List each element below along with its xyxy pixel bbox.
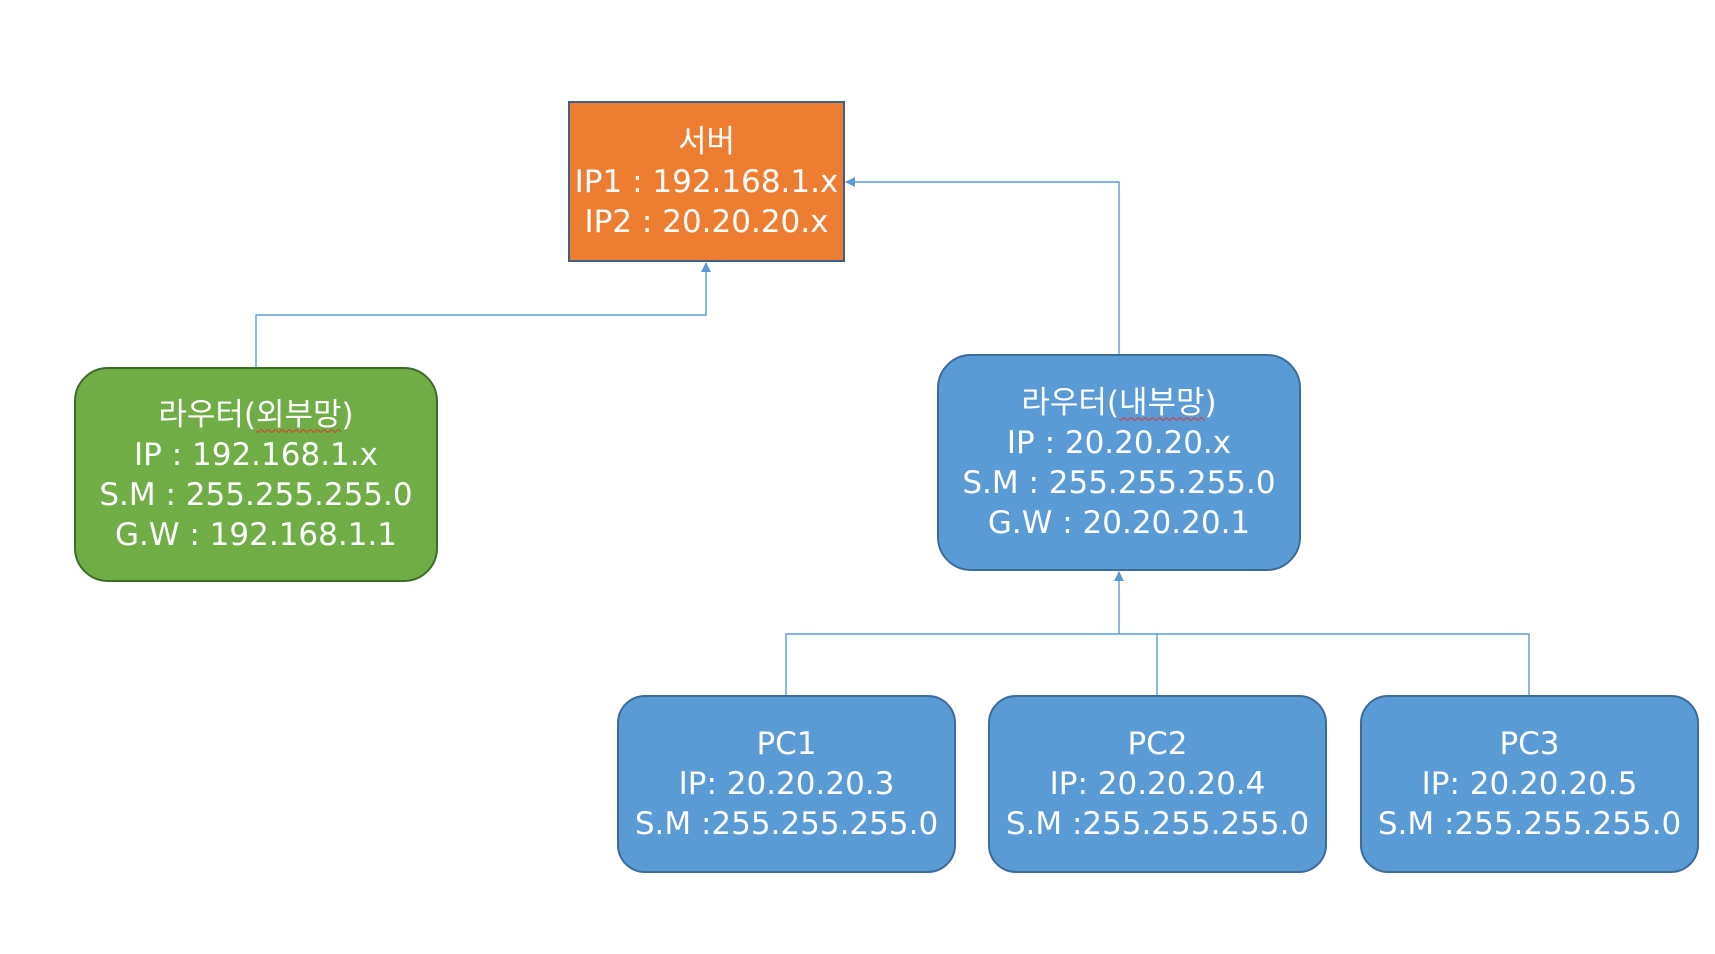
pc2-name: PC2 xyxy=(1127,726,1188,762)
server-ip1: IP1 : 192.168.1.x xyxy=(574,163,839,200)
external-router-gateway: G.W : 192.168.1.1 xyxy=(114,516,398,553)
pc2-subnet-mask: S.M :255.255.255.0 xyxy=(1005,806,1310,842)
external-router-title: 라우터(외부망) xyxy=(158,395,353,435)
pc1-ip: IP: 20.20.20.3 xyxy=(678,766,895,802)
internal-router-ip: IP : 20.20.20.x xyxy=(1006,424,1232,461)
internal-router-gateway: G.W : 20.20.20.1 xyxy=(987,504,1251,541)
pc3-ip: IP: 20.20.20.5 xyxy=(1421,766,1638,802)
internal-router-title: 라우터(내부망) xyxy=(1021,383,1216,423)
external-router-title-marked: 외부망 xyxy=(255,396,342,433)
server-ip2: IP2 : 20.20.20.x xyxy=(584,203,829,240)
pc3-name: PC3 xyxy=(1499,726,1560,762)
pc3-node[interactable]: PC3 IP: 20.20.20.5 S.M :255.255.255.0 xyxy=(1360,695,1699,873)
internal-router-title-prefix: 라우터( xyxy=(1021,384,1119,421)
external-router-subnet-mask: S.M : 255.255.255.0 xyxy=(99,476,413,513)
internal-router-title-marked: 내부망 xyxy=(1118,384,1205,421)
connector-internal-router-to-server xyxy=(845,177,1120,354)
external-router-node[interactable]: 라우터(외부망) IP : 192.168.1.x S.M : 255.255.… xyxy=(74,367,438,582)
connector-external-router-to-server xyxy=(255,262,711,367)
server-title: 서버 xyxy=(677,123,736,160)
pc1-node[interactable]: PC1 IP: 20.20.20.3 S.M :255.255.255.0 xyxy=(617,695,956,873)
internal-router-title-suffix: ) xyxy=(1204,384,1217,421)
server-node[interactable]: 서버 IP1 : 192.168.1.x IP2 : 20.20.20.x xyxy=(568,101,845,262)
external-router-title-suffix: ) xyxy=(341,396,354,433)
pc1-name: PC1 xyxy=(756,726,817,762)
connector-pc3-to-internal-router xyxy=(1119,633,1530,695)
internal-router-subnet-mask: S.M : 255.255.255.0 xyxy=(962,464,1276,501)
pc3-subnet-mask: S.M :255.255.255.0 xyxy=(1377,806,1682,842)
pc2-ip: IP: 20.20.20.4 xyxy=(1049,766,1266,802)
external-router-ip: IP : 192.168.1.x xyxy=(134,436,378,473)
pc1-subnet-mask: S.M :255.255.255.0 xyxy=(634,806,939,842)
internal-router-node[interactable]: 라우터(내부망) IP : 20.20.20.x S.M : 255.255.2… xyxy=(937,354,1301,571)
connector-pc1-to-internal-router xyxy=(785,633,1119,695)
external-router-title-prefix: 라우터( xyxy=(158,396,256,433)
pc2-node[interactable]: PC2 IP: 20.20.20.4 S.M :255.255.255.0 xyxy=(988,695,1327,873)
